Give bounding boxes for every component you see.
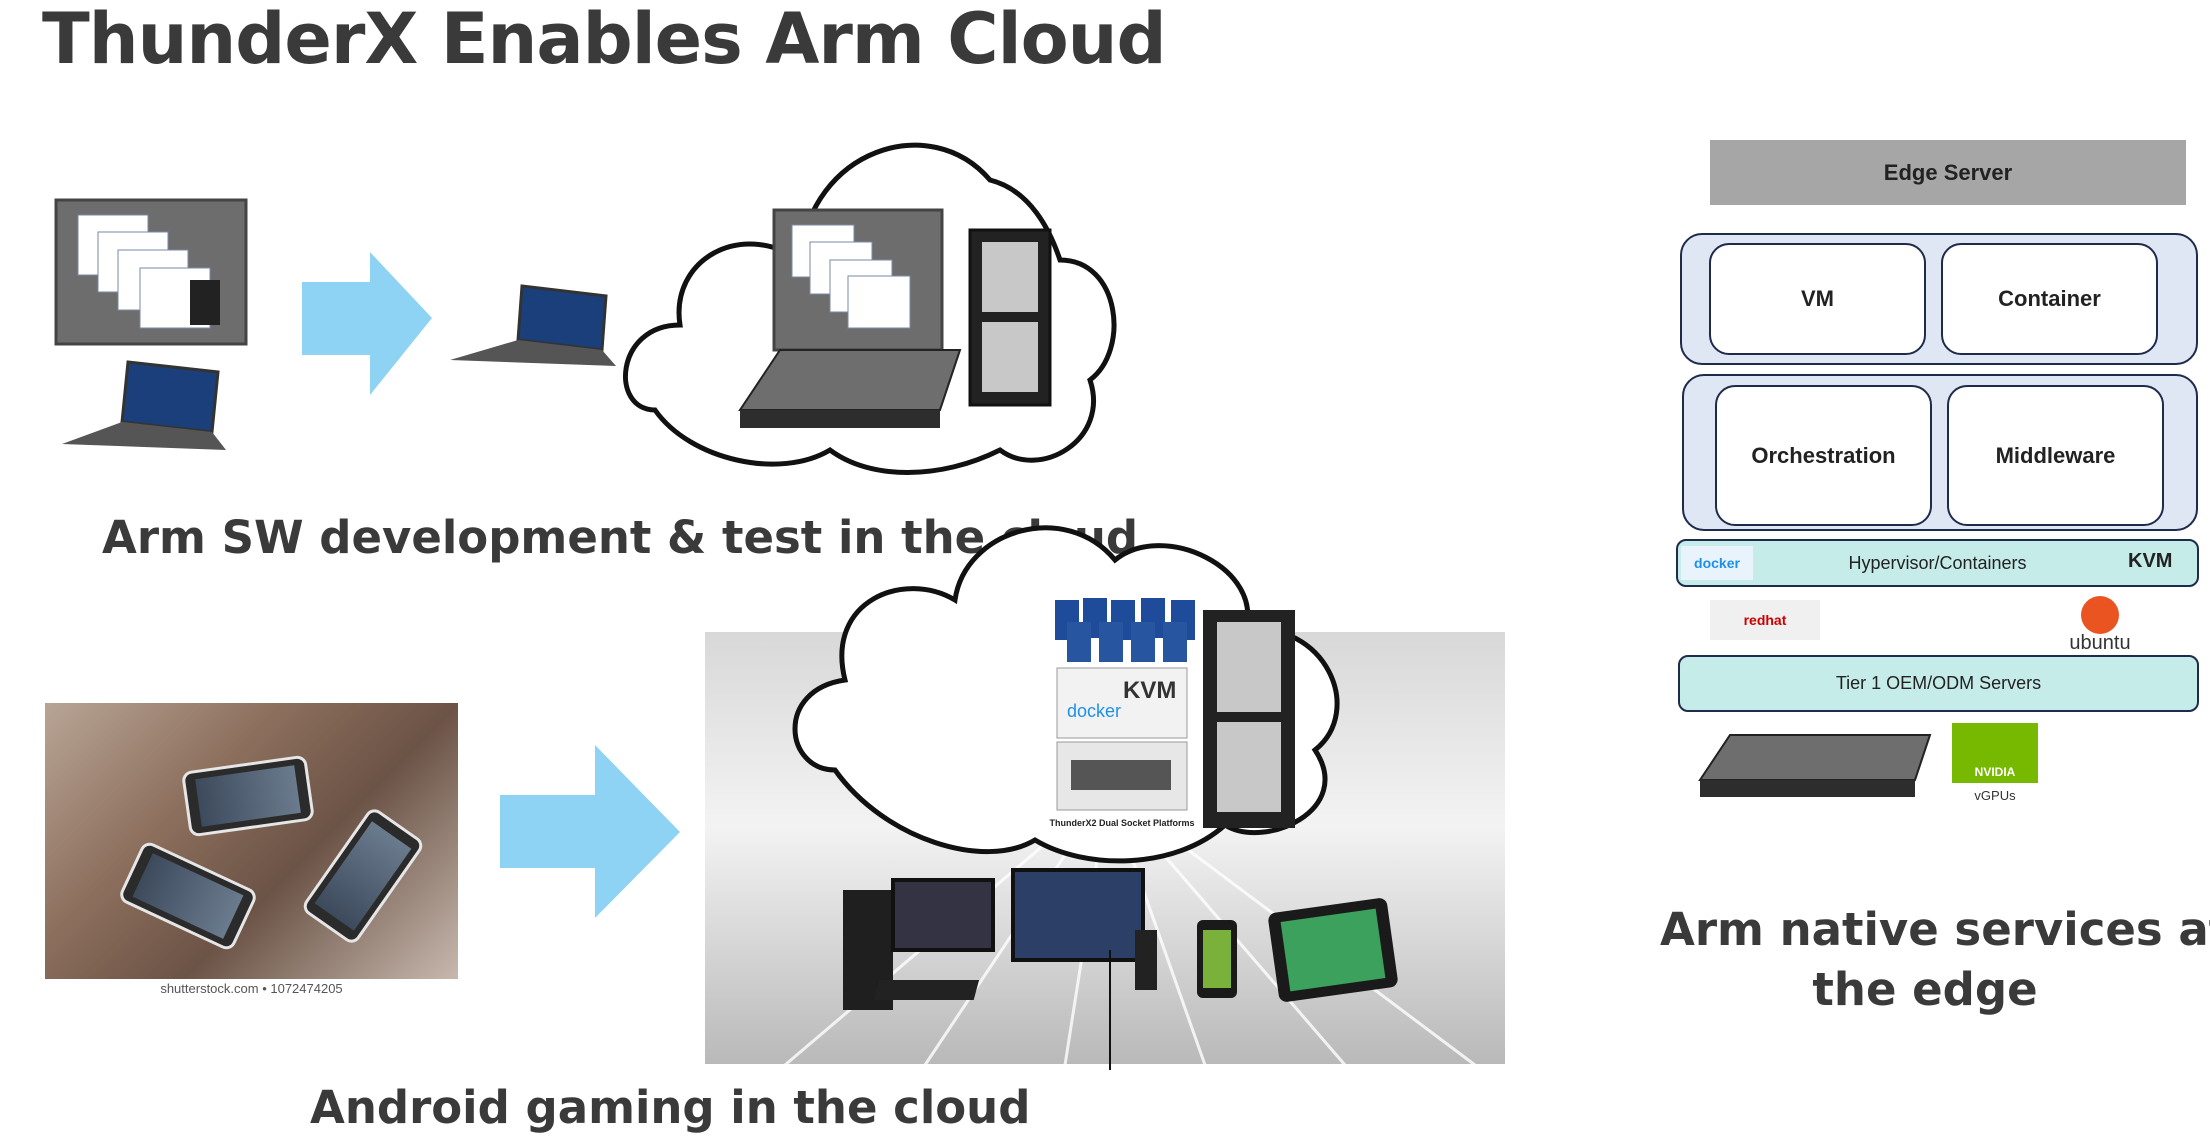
middleware-box: Middleware [1947,385,2164,526]
docker-logo: docker [1681,546,1753,580]
platforms-label: ThunderX2 Dual Socket Platforms [1049,818,1194,828]
ubuntu-logo-text: ubuntu [2069,632,2131,654]
edge-rack-server-icon [1698,734,1932,797]
docker-logo-text: docker [1694,555,1740,571]
vm-box: VM [1709,243,1926,355]
android-devices-icon [1055,598,1195,662]
edge-server-bar: Edge Server [1710,140,2186,205]
redhat-logo-text: redhat [1743,612,1787,628]
nvidia-logo-text: NVIDIA [1974,765,2016,779]
nvidia-logo: NVIDIA [1952,723,2038,783]
orchestration-box: Orchestration [1715,385,1932,526]
cloud-docker-logo: docker [1067,701,1121,721]
page-title: ThunderX Enables Arm Cloud [42,0,1167,80]
vgpus-label: vGPUs [1974,788,2016,803]
phone-icon-3 [116,839,260,953]
redhat-logo: redhat [1710,600,1820,640]
edge-caption-line-2: the edge [1812,963,2038,1016]
servers-bar: Tier 1 OEM/ODM Servers [1678,655,2199,712]
dev-illustration [54,142,1117,475]
phone-icon-1 [181,754,315,838]
container-box: Container [1941,243,2158,355]
dev-caption: Arm SW development & test in the cloud [102,511,1139,564]
gaming-cloud-illustration: docker KVM ThunderX2 Dual Socket Platfor… [784,525,1476,1070]
hypervisor-bar: Hypervisor/Containers [1676,539,2199,587]
arrow-icon-1 [302,252,432,395]
arrow-icon-2 [500,745,680,918]
ubuntu-logo: ubuntu [2060,596,2140,655]
rack-server-icon [738,349,962,428]
edge-caption-line-1: Arm native services at [1660,903,2210,956]
gaming-caption: Android gaming in the cloud [310,1081,1031,1134]
gaming-photo [45,703,458,979]
monitor-icon [1011,868,1145,962]
phone-icon-2 [299,805,427,947]
laptop-icon-1 [62,360,226,450]
kvm-logo: KVM [2128,550,2173,572]
cloud-kvm-logo: KVM [1123,677,1176,704]
laptop-icon-2 [450,284,616,366]
ubuntu-circle-icon [2081,596,2119,634]
photo-credit: shutterstock.com • 1072474205 [160,981,343,996]
